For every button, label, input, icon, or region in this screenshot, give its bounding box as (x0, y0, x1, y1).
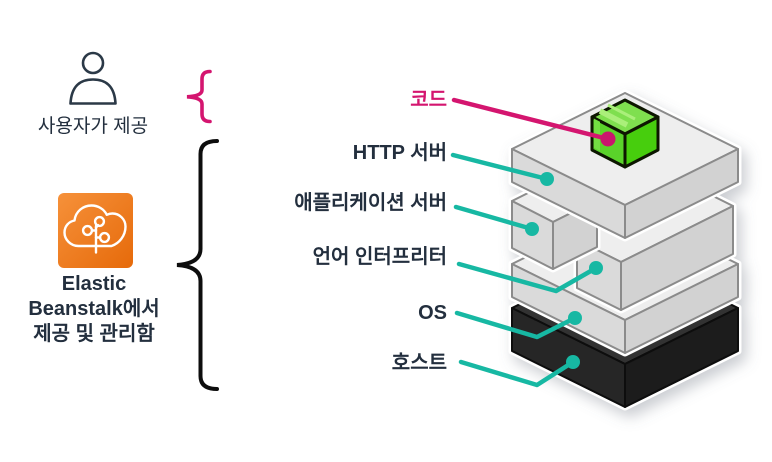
label-code: 코드 (410, 89, 447, 111)
managed-caption: Elastic Beanstalk에서 제공 및 관리함 (6, 272, 182, 347)
label-app-server: 애플리케이션 서버 (294, 192, 447, 214)
managed-brace-icon (176, 139, 219, 391)
connector-code (451, 97, 616, 147)
connector-os (454, 310, 582, 340)
connector-host (458, 355, 580, 388)
managed-caption-line2: Beanstalk에서 (28, 298, 160, 320)
connectors (450, 97, 616, 388)
layer-stack (508, 89, 742, 411)
managed-caption-line3: 제공 및 관리함 (33, 323, 155, 345)
code-cube-icon (590, 98, 660, 169)
label-interpreter: 언어 인터프리터 (312, 246, 447, 268)
connector-interpreter (456, 261, 603, 294)
connector-app-server (453, 204, 539, 236)
user-provided-caption: 사용자가 제공 (37, 116, 149, 137)
label-os: OS (418, 302, 447, 324)
connector-http-server (450, 152, 554, 186)
user-icon (69, 51, 117, 105)
label-http-server: HTTP 서버 (352, 142, 447, 164)
user-brace-icon (186, 69, 212, 124)
managed-caption-line1: Elastic (61, 273, 127, 295)
elastic-beanstalk-icon (58, 193, 133, 268)
label-host: 호스트 (391, 352, 447, 374)
